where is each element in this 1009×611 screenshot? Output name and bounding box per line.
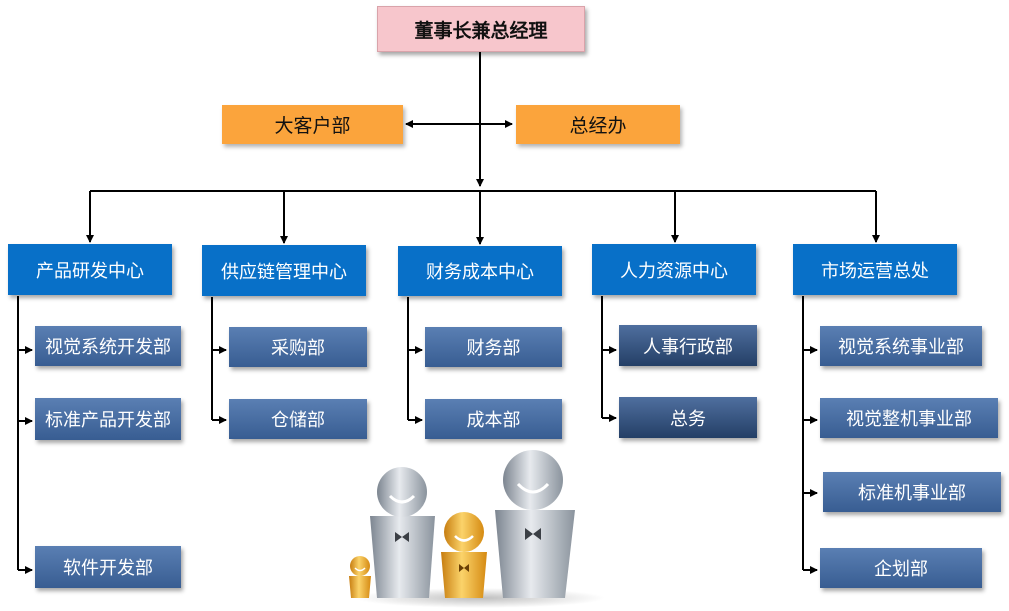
unit-box-1-3: 软件开发部: [35, 546, 181, 588]
unit-box-5-3: 标准机事业部: [823, 472, 1001, 512]
unit-box-5-4: 企划部: [820, 548, 982, 588]
department-box-3: 财务成本中心: [398, 246, 562, 296]
unit-box-1-2: 标准产品开发部: [35, 398, 181, 440]
people-figures-illustration: [349, 450, 605, 608]
unit-box-5-2: 视觉整机事业部: [820, 398, 998, 438]
unit-box-4-2: 总务: [619, 397, 757, 438]
unit-box-2-1: 采购部: [229, 327, 367, 367]
side-unit-right-box: 总经办: [516, 105, 680, 144]
figure-gold: [441, 512, 487, 598]
figure-large-silver: [495, 450, 575, 598]
unit-box-1-1: 视觉系统开发部: [35, 326, 181, 366]
unit-box-3-2: 成本部: [425, 399, 562, 439]
department-box-5: 市场运营总处: [793, 244, 957, 295]
chairman-box: 董事长兼总经理: [377, 6, 585, 52]
side-unit-left-box: 大客户部: [222, 105, 403, 144]
unit-box-2-2: 仓储部: [229, 399, 367, 439]
department-box-2: 供应链管理中心: [202, 245, 366, 296]
figure-small-gold: [349, 556, 371, 598]
unit-box-3-1: 财务部: [425, 327, 562, 367]
department-box-1: 产品研发中心: [8, 244, 172, 295]
unit-box-4-1: 人事行政部: [619, 325, 757, 366]
department-box-4: 人力资源中心: [592, 244, 756, 295]
figure-medium-silver: [370, 467, 435, 598]
unit-box-5-1: 视觉系统事业部: [820, 326, 982, 366]
